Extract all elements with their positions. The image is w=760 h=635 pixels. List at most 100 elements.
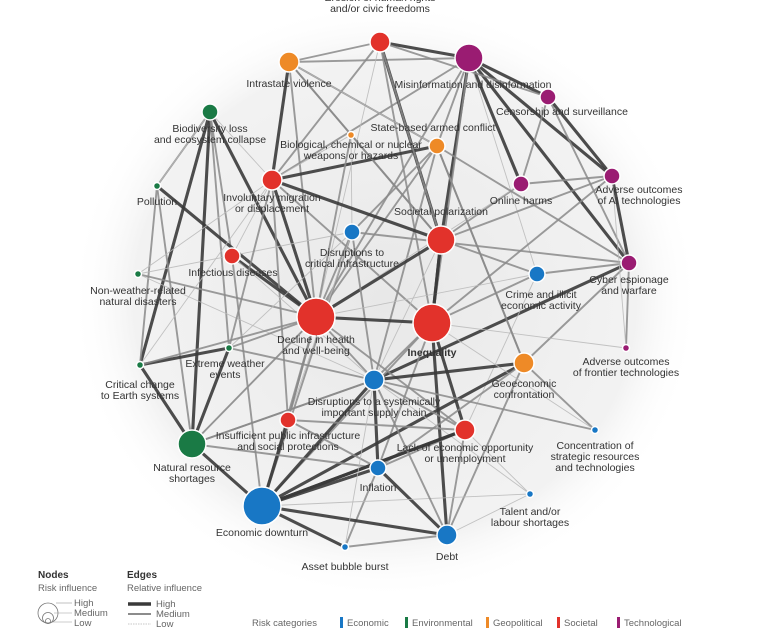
edge-intrastate-migration (270, 60, 291, 182)
node-aiadverse[interactable] (603, 167, 621, 185)
edge-geoeconomic-concentration (523, 362, 596, 431)
edge-critinfra-supplychain (351, 231, 375, 381)
label-censorship: Censorship and surveillance (496, 106, 628, 118)
legend: Nodes Risk influence High Medium Low Edg… (37, 570, 682, 630)
edge-statewar-critinfra (351, 145, 438, 233)
node-unemployment[interactable] (454, 419, 476, 441)
node-crime[interactable] (528, 265, 546, 283)
edge-concentration-inequality (431, 322, 596, 431)
legend-nodes-subtitle: Risk influence (38, 583, 97, 594)
edge-erosion-migration (271, 41, 381, 181)
edge-biochem-health (315, 134, 352, 318)
edge-health-unemployment (315, 316, 466, 431)
node-frontier[interactable] (621, 343, 631, 353)
node-biodiversity[interactable] (201, 103, 219, 121)
node-nonweather[interactable] (133, 269, 143, 279)
edge-publicinfra-inflation (287, 419, 379, 469)
legend-edge-medium-label: Medium (156, 609, 190, 620)
edge-polarization-supplychain (373, 239, 442, 381)
edge-inflation-debt (376, 466, 449, 537)
edge-extremeweather-supplychain (228, 347, 375, 381)
edge-biochem-critinfra (350, 134, 353, 233)
node-infectious[interactable] (223, 247, 241, 265)
edge-misinfo-health (315, 57, 470, 318)
node-debt[interactable] (436, 524, 458, 546)
node-erosion[interactable] (369, 31, 391, 53)
node-biochem[interactable] (346, 130, 356, 140)
node-publicinfra[interactable] (279, 411, 297, 429)
edge-biodiversity-critchange (138, 110, 212, 367)
edge-extremeweather-migration (228, 179, 273, 349)
edge-downturn-debt (260, 504, 449, 537)
edge-cyber-geoeconomic (523, 262, 630, 364)
node-supplychain[interactable] (363, 369, 385, 391)
legend-nodes-title: Nodes (38, 570, 69, 581)
label-statewar: State-based armed conflict (371, 122, 496, 134)
edge-biodiversity-infectious (209, 111, 233, 257)
node-migration[interactable] (261, 169, 283, 191)
labels-layer: Erosion of human rightsand/or civic free… (90, 0, 682, 573)
edge-frontier-aiadverse (611, 175, 627, 349)
node-critinfra[interactable] (343, 223, 361, 241)
node-censorship[interactable] (539, 88, 557, 106)
edge-pollution-biodiversity (156, 111, 211, 187)
node-geoeconomic[interactable] (513, 352, 535, 374)
node-cyber[interactable] (620, 254, 638, 272)
edge-naturalres-inflation (191, 443, 379, 469)
legend-edge-low-label: Low (156, 619, 174, 630)
edge-erosion-health (315, 41, 381, 318)
node-talent[interactable] (525, 489, 535, 499)
nodes-layer (133, 31, 638, 552)
edge-polarization-health (314, 238, 443, 319)
node-critchange[interactable] (135, 360, 145, 370)
legend-category-economic: Economic (347, 618, 389, 629)
node-extremeweather[interactable] (224, 343, 234, 353)
edge-inequality-inflation (377, 322, 433, 469)
edge-supplychain-talent (373, 379, 531, 495)
edge-misinfo-migration (271, 57, 470, 181)
node-bubble[interactable] (340, 542, 350, 552)
edge-geoeconomic-supplychain (372, 361, 526, 382)
edge-misinfo-erosion (378, 40, 471, 60)
node-intrastate[interactable] (278, 51, 300, 73)
legend-edge-high-label: High (156, 599, 176, 610)
edge-extremeweather-critinfra (228, 231, 353, 349)
edge-debt-supplychain (373, 379, 448, 536)
node-pollution[interactable] (152, 181, 162, 191)
edge-statewar-migration (270, 144, 439, 182)
legend-category-swatch-geopolitical (486, 617, 489, 628)
edge-statewar-health (315, 145, 438, 318)
edge-onlineharms-polarization (440, 183, 522, 241)
legend-category-swatch-economic (340, 617, 343, 628)
legend-category-environmental: Environmental (412, 618, 473, 629)
node-inequality[interactable] (412, 303, 452, 343)
legend-category-swatch-environmental (405, 617, 408, 628)
edge-naturalres-supplychain (191, 379, 375, 445)
edge-pollution-naturalres (156, 185, 193, 445)
edge-nonweather-supplychain (137, 273, 375, 381)
edge-crime-health (315, 273, 538, 318)
edge-cyber-critinfra (351, 231, 630, 264)
node-concentration[interactable] (590, 425, 600, 435)
node-polarization[interactable] (426, 225, 456, 255)
node-downturn[interactable] (242, 486, 282, 526)
edge-migration-health (270, 178, 318, 319)
node-naturalres[interactable] (177, 429, 207, 459)
edge-supplychain-inflation (372, 378, 380, 470)
node-misinfo[interactable] (454, 43, 484, 73)
edge-critchange-extremeweather (138, 346, 231, 367)
node-inflation[interactable] (369, 459, 387, 477)
node-onlineharms[interactable] (512, 175, 530, 193)
node-statewar[interactable] (428, 137, 446, 155)
node-health[interactable] (296, 297, 336, 337)
